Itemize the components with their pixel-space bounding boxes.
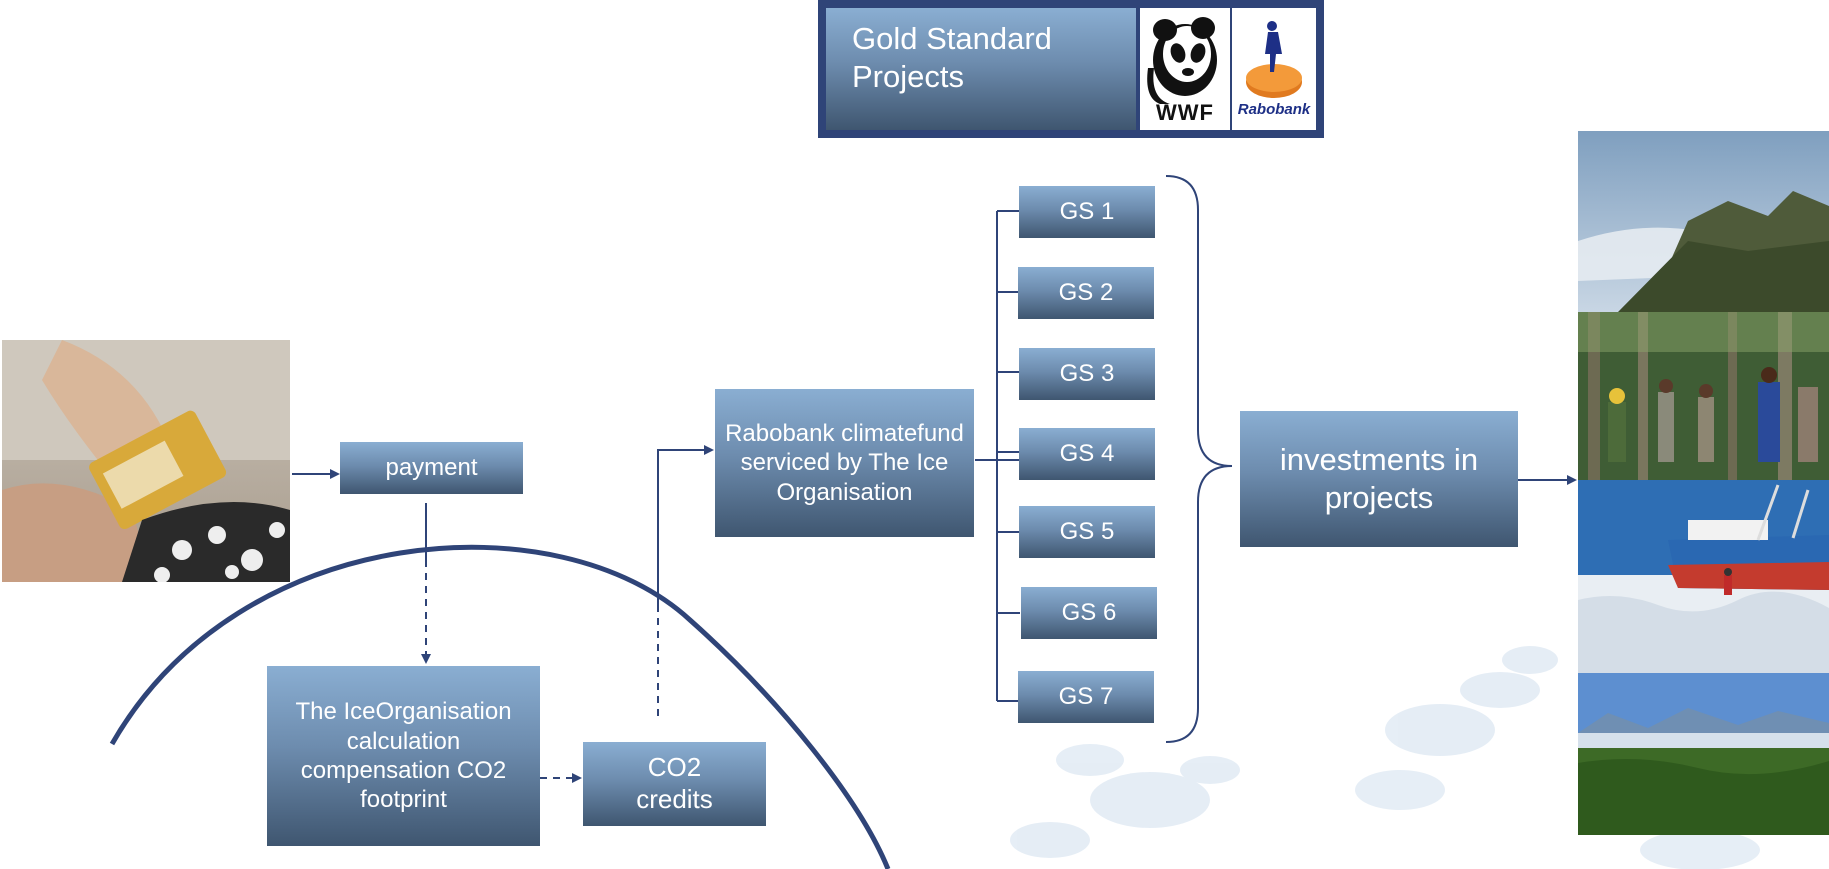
- climatefund-box: Rabobank climatefund serviced by The Ice…: [715, 389, 974, 537]
- project-box-gs2: GS 2: [1018, 267, 1154, 319]
- co2-credits-box: CO2 credits: [583, 742, 766, 826]
- project-box-gs4: GS 4: [1019, 428, 1155, 480]
- project-box-gs1: GS 1: [1019, 186, 1155, 238]
- investments-label: investments in projects: [1279, 442, 1479, 515]
- curly-brace: [1165, 175, 1233, 743]
- panda-icon: [1147, 17, 1217, 104]
- rabobank-emblem-icon: [1246, 21, 1302, 98]
- co2-credits-label: CO2 credits: [636, 752, 713, 814]
- rabobank-logo-text: Rabobank: [1237, 101, 1311, 118]
- boundary-arc: [109, 544, 891, 869]
- forest-landscape-photo: [1578, 673, 1829, 835]
- project-label: GS 6: [1061, 599, 1117, 627]
- header-panel: Gold Standard Projects WWF Rabobank: [818, 0, 1324, 138]
- forest-people-photo: [1578, 312, 1829, 480]
- wwf-logo-text: WWF: [1156, 100, 1214, 125]
- payment-label: payment: [385, 454, 478, 482]
- investments-box: investments in projects: [1240, 411, 1518, 547]
- rabobank-logo: Rabobank: [1232, 8, 1316, 130]
- project-box-gs7: GS 7: [1018, 671, 1154, 723]
- project-box-gs5: GS 5: [1019, 506, 1155, 558]
- icebreaker-ship-photo: [1578, 480, 1829, 673]
- header-title-box: Gold Standard Projects: [826, 8, 1136, 130]
- project-label: GS 7: [1058, 683, 1114, 711]
- project-box-gs3: GS 3: [1019, 348, 1155, 400]
- mountain-mist-photo: [1578, 131, 1829, 312]
- project-label: GS 3: [1059, 360, 1115, 388]
- calculation-label: The IceOrganisation calculation compensa…: [295, 698, 512, 814]
- project-label: GS 2: [1058, 279, 1114, 307]
- project-label: GS 1: [1059, 198, 1115, 226]
- payment-box: payment: [340, 442, 523, 494]
- project-box-gs6: GS 6: [1021, 587, 1157, 639]
- project-label: GS 4: [1059, 440, 1115, 468]
- project-label: GS 5: [1059, 518, 1115, 546]
- payment-card-photo: [2, 340, 290, 582]
- page-title: Gold Standard Projects: [852, 21, 1052, 94]
- climatefund-label: Rabobank climatefund serviced by The Ice…: [725, 420, 964, 506]
- wwf-logo: WWF: [1140, 8, 1230, 130]
- calculation-box: The IceOrganisation calculation compensa…: [267, 666, 540, 846]
